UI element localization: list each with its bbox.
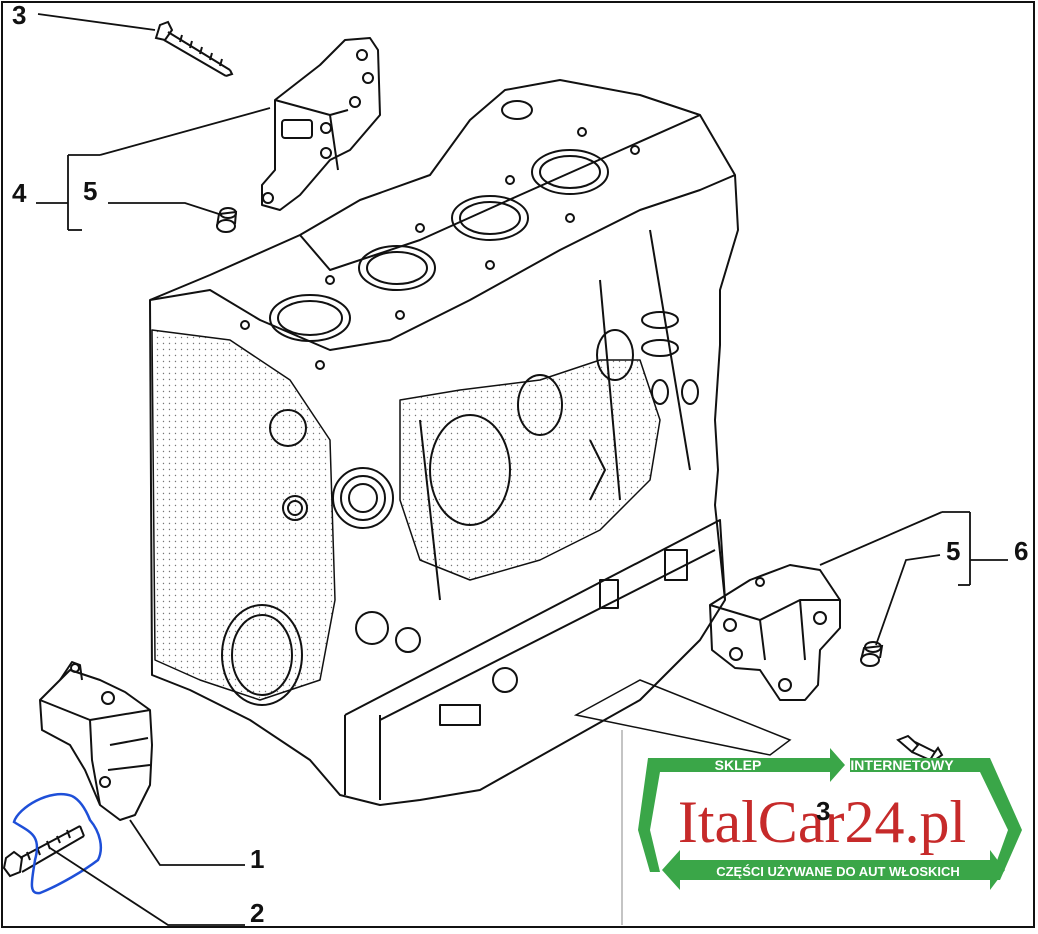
watermark-brand-text: ItalCar24.pl [678, 789, 966, 855]
bolt-top [154, 20, 234, 77]
hand-annotation-circle [12, 793, 102, 895]
engine-mount-bracket-top [261, 37, 381, 211]
callout-5-left: 5 [83, 176, 98, 206]
bushing-right [860, 641, 884, 667]
leader-lines [36, 13, 1008, 926]
watermark-top-right-text: INTERNETOWY [850, 757, 954, 773]
bushing-left [216, 207, 238, 233]
callout-3-bottom: 3 [816, 796, 831, 826]
callout-5-right: 5 [946, 536, 961, 566]
engine-mount-lower [39, 661, 153, 821]
callout-2: 2 [250, 898, 265, 928]
engine-block [149, 79, 739, 806]
callout-1: 1 [250, 844, 265, 874]
callout-6: 6 [1014, 536, 1029, 566]
italcar24-watermark: SKLEP INTERNETOWY ItalCar24.pl CZĘŚCI UŻ… [638, 748, 1022, 890]
bolt-lower [2, 825, 85, 878]
watermark-frame-right [850, 758, 1022, 880]
watermark-bottom-text: CZĘŚCI UŻYWANE DO AUT WŁOSKICH [716, 864, 960, 879]
watermark-frame [638, 748, 845, 872]
engine-mount-bracket-right [709, 564, 841, 701]
watermark-top-left-text: SKLEP [715, 757, 762, 773]
callout-4: 4 [12, 178, 27, 208]
watermark-frame-bottom [662, 850, 1005, 890]
callout-3-top: 3 [12, 0, 27, 30]
